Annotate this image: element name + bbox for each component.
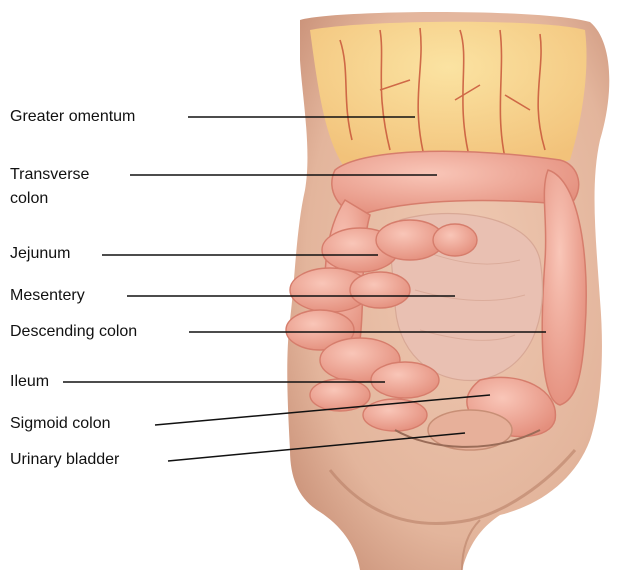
label-transverse-colon-line1: Transverse: [10, 165, 89, 185]
label-ileum: Ileum: [10, 372, 49, 392]
label-urinary-bladder: Urinary bladder: [10, 450, 119, 470]
label-descending-colon: Descending colon: [10, 322, 137, 342]
label-transverse-colon-line2: colon: [10, 189, 48, 209]
label-jejunum: Jejunum: [10, 244, 70, 264]
label-sigmoid-colon: Sigmoid colon: [10, 414, 111, 434]
label-mesentery: Mesentery: [10, 286, 85, 306]
label-greater-omentum: Greater omentum: [10, 107, 135, 127]
